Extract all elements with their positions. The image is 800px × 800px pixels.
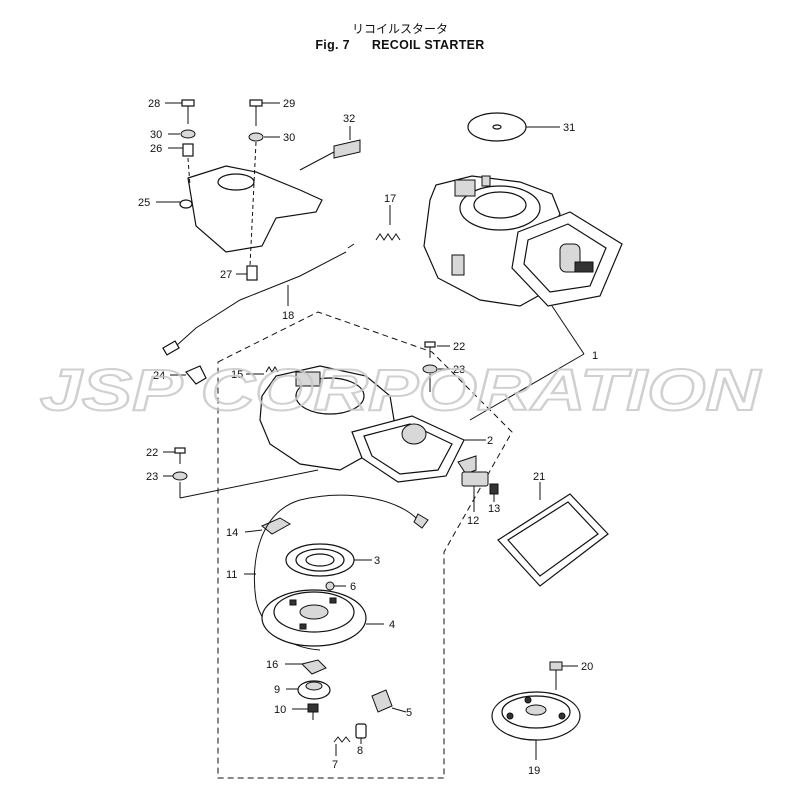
part-17-spring: [375, 205, 401, 241]
part-18-cable: [162, 243, 355, 356]
label-6: 6: [350, 581, 356, 593]
part-6-pin: [325, 581, 346, 591]
part-5-pawl: [371, 689, 407, 713]
label-3: 3: [374, 555, 380, 567]
part-27-collar: [236, 265, 258, 281]
part-23-washer-upper: [422, 364, 450, 374]
label-31: 31: [563, 122, 575, 134]
label-17: 17: [384, 193, 396, 205]
label-10: 10: [274, 704, 286, 716]
label-24: 24: [153, 370, 165, 382]
figure-title: リコイルスタータ Fig. 7 RECOIL STARTER: [0, 22, 800, 53]
label-7: 7: [332, 759, 338, 771]
label-23-upper: 23: [453, 364, 465, 376]
figure-name: RECOIL STARTER: [371, 38, 485, 52]
part-25-cover: [156, 165, 323, 253]
title-english: Fig. 7 RECOIL STARTER: [0, 37, 800, 53]
part-31-sticker: [467, 112, 560, 142]
label-22-lower: 22: [146, 447, 158, 459]
part-21-gasket: [497, 482, 609, 587]
part-29-bolt: [249, 99, 280, 126]
label-30-left: 30: [150, 129, 162, 141]
assembly-boundary: [217, 311, 513, 779]
label-13: 13: [488, 503, 500, 515]
part-22-bolt-upper: [424, 341, 450, 358]
part-9-ratchet: [286, 680, 331, 700]
label-16: 16: [266, 659, 278, 671]
part-1-recoil-assy: [423, 175, 623, 421]
part-14-clip: [244, 517, 291, 535]
axis-line-28: [187, 157, 191, 187]
part-30-washer-left: [168, 129, 196, 139]
label-27: 27: [220, 269, 232, 281]
label-1: 1: [592, 350, 598, 362]
label-2: 2: [487, 435, 493, 447]
part-8-pin: [355, 723, 367, 744]
label-23-lower: 23: [146, 471, 158, 483]
label-4: 4: [389, 619, 395, 631]
part-2-starter-case: [259, 365, 486, 483]
watermark-text: JSP CORPORATION: [40, 358, 761, 423]
label-28: 28: [148, 98, 160, 110]
label-14: 14: [226, 527, 238, 539]
label-32: 32: [343, 113, 355, 125]
part-4-reel: [261, 589, 384, 647]
label-30-right: 30: [283, 132, 295, 144]
label-22-upper: 22: [453, 341, 465, 353]
label-19: 19: [528, 765, 540, 777]
label-20: 20: [581, 661, 593, 673]
label-21: 21: [533, 471, 545, 483]
label-29: 29: [283, 98, 295, 110]
part-16-spring: [285, 659, 327, 675]
leader-line-22-lower: [179, 469, 319, 499]
label-18: 18: [282, 310, 294, 322]
part-24-bracket: [170, 365, 207, 385]
label-25: 25: [138, 197, 150, 209]
part-19-plate: [491, 691, 581, 760]
part-32-label: [299, 126, 361, 171]
part-20-bolt: [549, 661, 578, 690]
part-13-clip: [489, 483, 499, 502]
label-12: 12: [467, 515, 479, 527]
part-10-screw: [292, 703, 319, 720]
part-30-washer-right: [248, 132, 280, 142]
part-28-bolt: [165, 99, 195, 124]
watermark: JSP CORPORATION: [39, 357, 762, 424]
label-15: 15: [231, 369, 243, 381]
label-5: 5: [406, 707, 412, 719]
part-23-washer-lower: [163, 471, 188, 481]
label-9: 9: [274, 684, 280, 696]
figure-number: Fig. 7: [315, 38, 350, 52]
part-15-spring: [246, 366, 279, 375]
part-12-handle: [457, 455, 489, 512]
label-26: 26: [150, 143, 162, 155]
label-11: 11: [226, 569, 237, 581]
label-8: 8: [357, 745, 363, 757]
part-3-spiral-spring: [285, 543, 372, 577]
part-26-collar: [168, 143, 194, 157]
part-22-bolt-lower: [163, 447, 186, 464]
part-7-spring: [333, 736, 351, 756]
title-japanese: リコイルスタータ: [351, 22, 448, 36]
